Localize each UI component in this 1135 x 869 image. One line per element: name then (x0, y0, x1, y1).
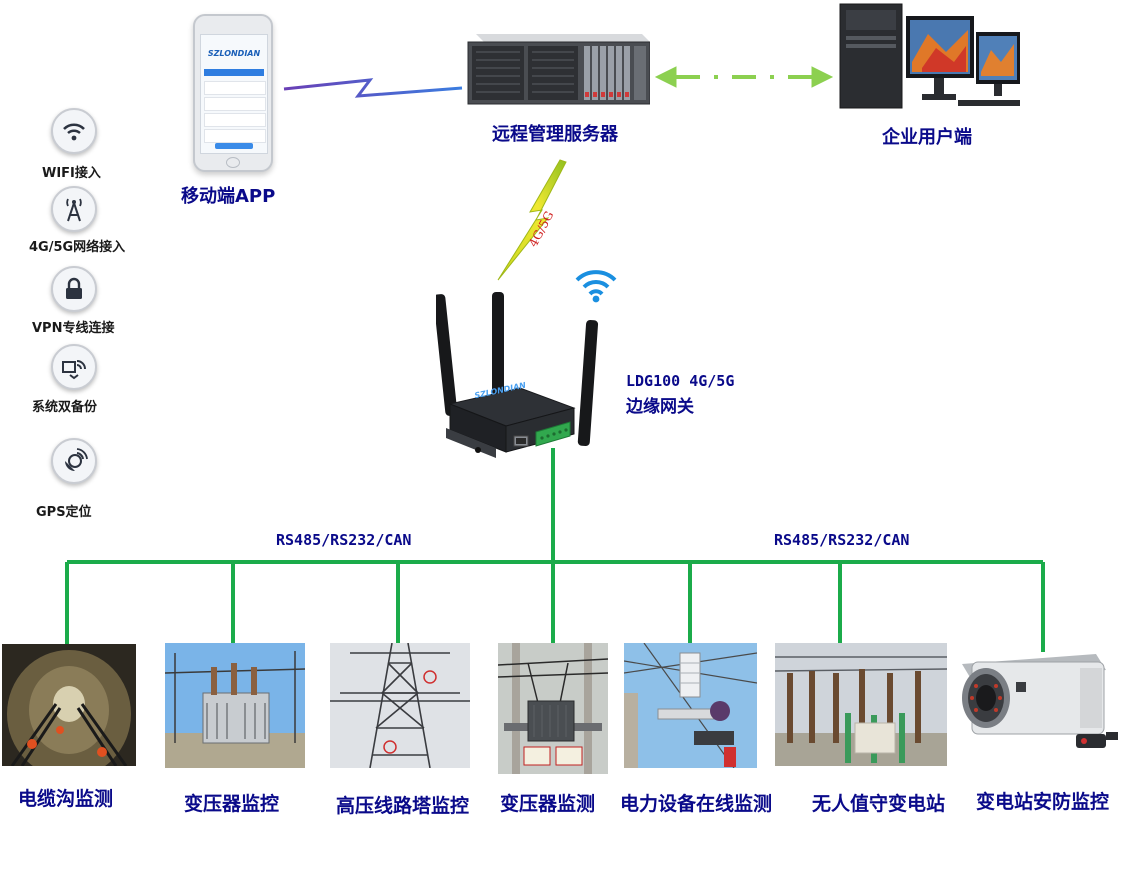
wifi-icon (51, 108, 97, 154)
feature-label-wifi: WIFI接入 (42, 166, 101, 181)
feature-label-gps: GPS定位 (36, 505, 92, 520)
wireless-link-mobile-server (283, 78, 463, 98)
gps-satellite-icon (51, 438, 97, 484)
feature-label-4g5g: 4G/5G网络接入 (29, 240, 126, 255)
substation-photo (775, 643, 947, 766)
bus-label-right: RS485/RS232/CAN (774, 531, 910, 549)
device-label-substation-security: 变电站安防监控 (976, 791, 1110, 813)
device-label-cable-tunnel: 电缆沟监测 (18, 788, 114, 810)
enterprise-client-label: 企业用户端 (882, 127, 972, 148)
mobile-app-label: 移动端APP (181, 186, 276, 207)
dashed-arrow-server-client (654, 66, 834, 88)
bus-lines (65, 448, 1045, 652)
server-label: 远程管理服务器 (492, 124, 618, 145)
mobile-phone-image: SZLONDIAN (193, 14, 273, 172)
feature-label-backup: 系统双备份 (32, 400, 98, 415)
rack-server-image (466, 30, 651, 106)
device-label-unmanned-substation: 无人值守变电站 (812, 793, 946, 815)
feature-label-vpn: VPN专线连接 (32, 321, 115, 336)
wireless-link-server-gateway (497, 159, 567, 281)
workstation-image (836, 2, 1022, 110)
pole-transformer-photo (498, 643, 608, 774)
device-label-equipment-online: 电力设备在线监测 (620, 793, 773, 815)
transformer-photo (165, 643, 305, 768)
power-tower-photo (330, 643, 470, 768)
backup-icon (51, 344, 97, 390)
device-label-transformer-control: 变压器监控 (184, 793, 280, 815)
bus-label-left: RS485/RS232/CAN (276, 531, 412, 549)
gateway-name-label: 边缘网关 (626, 397, 694, 417)
edge-gateway-device: SZLONDIAN (433, 292, 602, 466)
sensor-photo (624, 643, 757, 768)
gateway-model-label: LDG100 4G/5G (626, 372, 735, 390)
antenna-tower-icon (51, 186, 97, 232)
lock-icon (51, 266, 97, 312)
device-label-transformer-monitor: 变压器监测 (500, 793, 596, 815)
app-brand-logo: SZLONDIAN (207, 49, 261, 58)
wifi-signal-icon (574, 266, 618, 304)
device-label-power-tower: 高压线路塔监控 (336, 795, 470, 817)
security-camera-photo (956, 650, 1118, 760)
cable-tunnel-photo (2, 644, 136, 766)
